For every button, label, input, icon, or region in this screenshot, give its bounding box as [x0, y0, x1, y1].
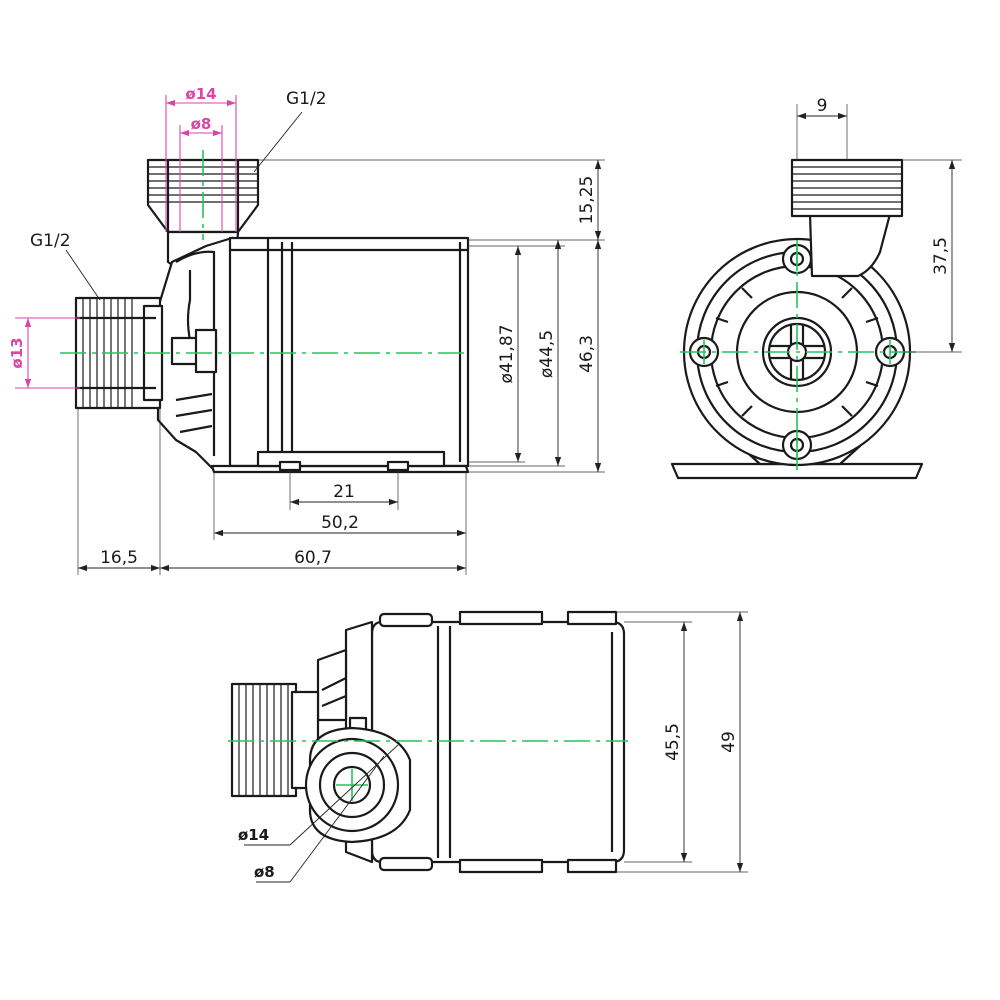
dim-outlet-height: 15,25 [577, 176, 597, 225]
motor-body [228, 236, 470, 468]
front-view: 9 37,5 [670, 96, 962, 480]
side-view: ø14 ø8 ø13 G1/2 G1/2 15,25 ø41,87 ø44,5 … [8, 85, 605, 575]
dim-body-dia-outer: ø44,5 [537, 330, 557, 378]
dim-outlet-inner-dia: ø8 [191, 115, 212, 133]
dim-inlet-length: 16,5 [100, 548, 138, 568]
front-ribs [715, 287, 879, 417]
dim-body-dia-inner: ø41,87 [497, 324, 517, 383]
front-outlet-thread [790, 158, 904, 218]
front-outlet-neck [808, 212, 892, 278]
dim-outlet-offset: 9 [817, 96, 828, 116]
dim-inlet-dia: ø13 [8, 337, 26, 368]
dim-top-body-width: 45,5 [663, 723, 683, 761]
dim-foot-hole-spacing: 21 [333, 482, 355, 502]
dim-outlet-outer-dia: ø14 [185, 85, 216, 103]
label-top-outlet-inner-dia: ø8 [254, 863, 275, 881]
dim-overall-height: 46,3 [577, 335, 597, 373]
dim-outlet-center-height: 37,5 [931, 237, 951, 275]
dim-top-overall-width: 49 [719, 731, 739, 753]
label-thread-left: G1/2 [30, 231, 71, 251]
mounting-foot [210, 450, 470, 474]
dim-foot-length: 50,2 [321, 513, 359, 533]
dim-body-length: 60,7 [294, 548, 332, 568]
label-top-outlet-outer-dia: ø14 [238, 826, 269, 844]
inlet-thread-left [74, 296, 164, 410]
top-view: ø14 ø8 45,5 49 [228, 610, 748, 883]
top-side-thread [230, 682, 320, 798]
label-thread-top: G1/2 [286, 89, 327, 109]
top-motor-body [370, 610, 626, 874]
